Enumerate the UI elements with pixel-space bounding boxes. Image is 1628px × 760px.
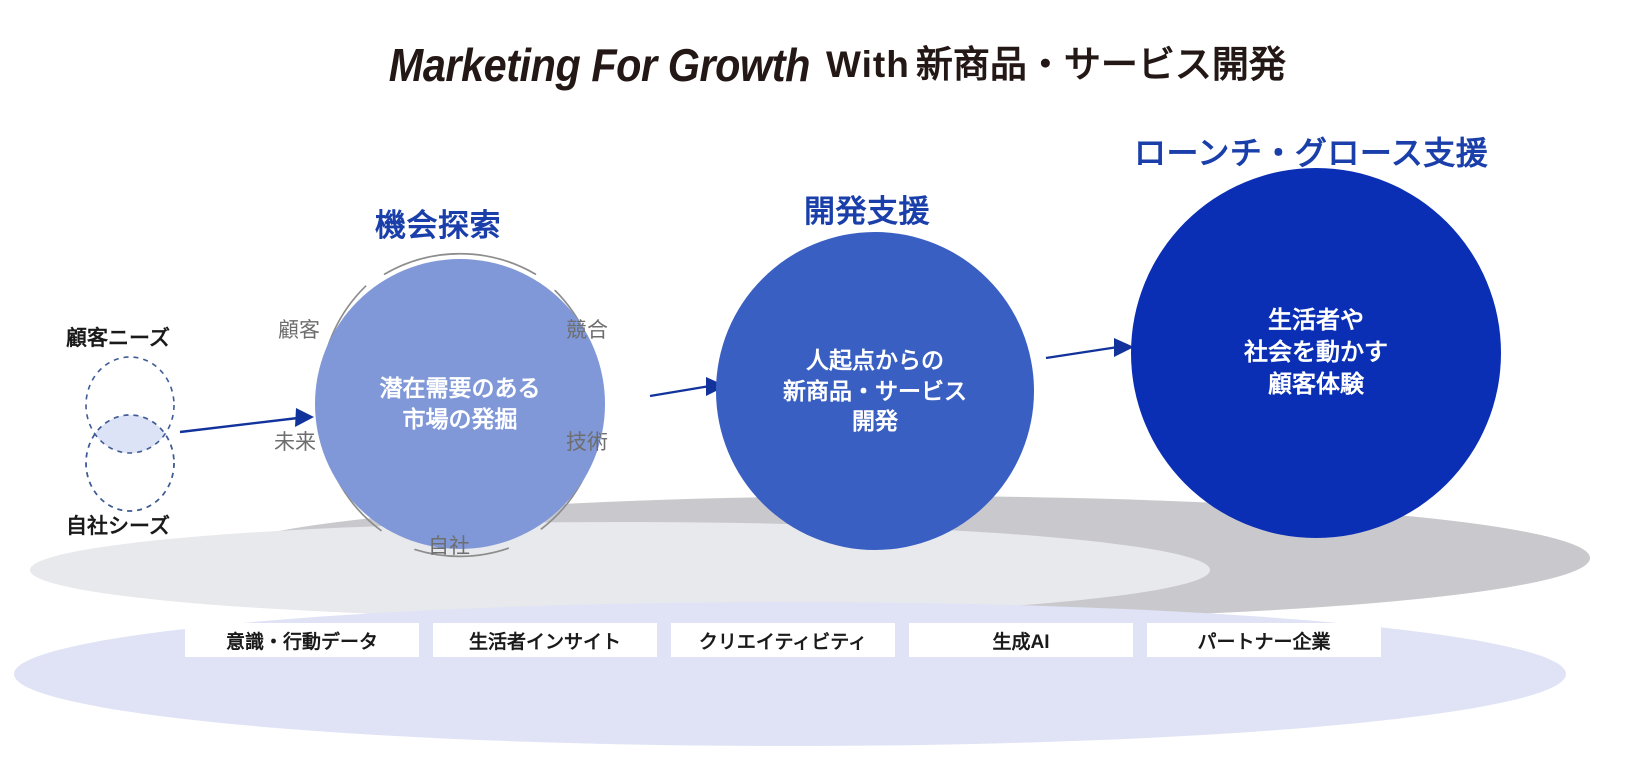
stage-3-core-circle: 生活者や 社会を動かす 顧客体験 bbox=[1131, 168, 1501, 538]
capability-tag: パートナー企業 bbox=[1147, 623, 1381, 657]
stage-2-core-circle: 人起点からの 新商品・サービス 開発 bbox=[716, 232, 1034, 550]
stage-2-group: 人起点からの 新商品・サービス 開発 bbox=[716, 232, 1036, 552]
capability-tag: 生活者インサイト bbox=[433, 623, 657, 657]
stage-2-body-line-1: 人起点からの bbox=[806, 346, 944, 373]
stage-3-body-line-1: 生活者や bbox=[1268, 306, 1364, 334]
stage-2-body-line-2: 新商品・サービス bbox=[783, 377, 967, 404]
capability-tag: 意識・行動データ bbox=[185, 623, 419, 657]
stage-3-body-line-3: 顧客体験 bbox=[1268, 371, 1364, 399]
stage-3-body-line-2: 社会を動かす bbox=[1244, 338, 1388, 366]
title-japanese-text: 新商品・サービス開発 bbox=[915, 44, 1286, 85]
capability-tag: 生成AI bbox=[909, 623, 1133, 657]
capability-tag: クリエイティビティ bbox=[671, 623, 895, 657]
capability-tag-list: 意識・行動データ 生活者インサイト クリエイティビティ 生成AI パートナー企業 bbox=[185, 623, 1395, 657]
ring-word-future: 未来 bbox=[274, 431, 316, 454]
stage-3-heading: ローンチ・グロース支援 bbox=[1134, 135, 1489, 171]
ring-word-technology: 技術 bbox=[566, 431, 608, 454]
ring-word-customer: 顧客 bbox=[278, 319, 320, 342]
needs-seeds-venn bbox=[85, 356, 175, 512]
stage-1-heading: 機会探索 bbox=[375, 208, 501, 243]
venn-label-company-seeds: 自社シーズ bbox=[66, 515, 170, 538]
stage-2-body-line-3: 開発 bbox=[852, 408, 898, 435]
stage-1-group: 潜在需要のある 市場の発掘 顧客 競合 技術 自社 未来 bbox=[268, 236, 648, 576]
stage-2-heading: 開発支援 bbox=[804, 194, 930, 229]
stage-1-core-circle: 潜在需要のある 市場の発掘 bbox=[315, 259, 605, 549]
stage-1-body-line-2: 市場の発掘 bbox=[402, 406, 518, 432]
stage-3-group: 生活者や 社会を動かす 顧客体験 bbox=[1131, 168, 1503, 540]
platform-ellipses bbox=[30, 496, 1590, 620]
title-with-word: With bbox=[826, 44, 910, 85]
arrow-development-to-launch bbox=[1045, 338, 1134, 360]
ring-word-company: 自社 bbox=[428, 535, 470, 558]
venn-label-customer-needs: 顧客ニーズ bbox=[66, 327, 170, 350]
capability-band bbox=[14, 602, 1566, 746]
stage-1-body-line-1: 潜在需要のある bbox=[379, 375, 541, 402]
arrow-venn-to-opportunity bbox=[179, 408, 314, 434]
title-english: Marketing For Growth bbox=[388, 39, 811, 91]
ring-word-competitor: 競合 bbox=[566, 319, 608, 342]
